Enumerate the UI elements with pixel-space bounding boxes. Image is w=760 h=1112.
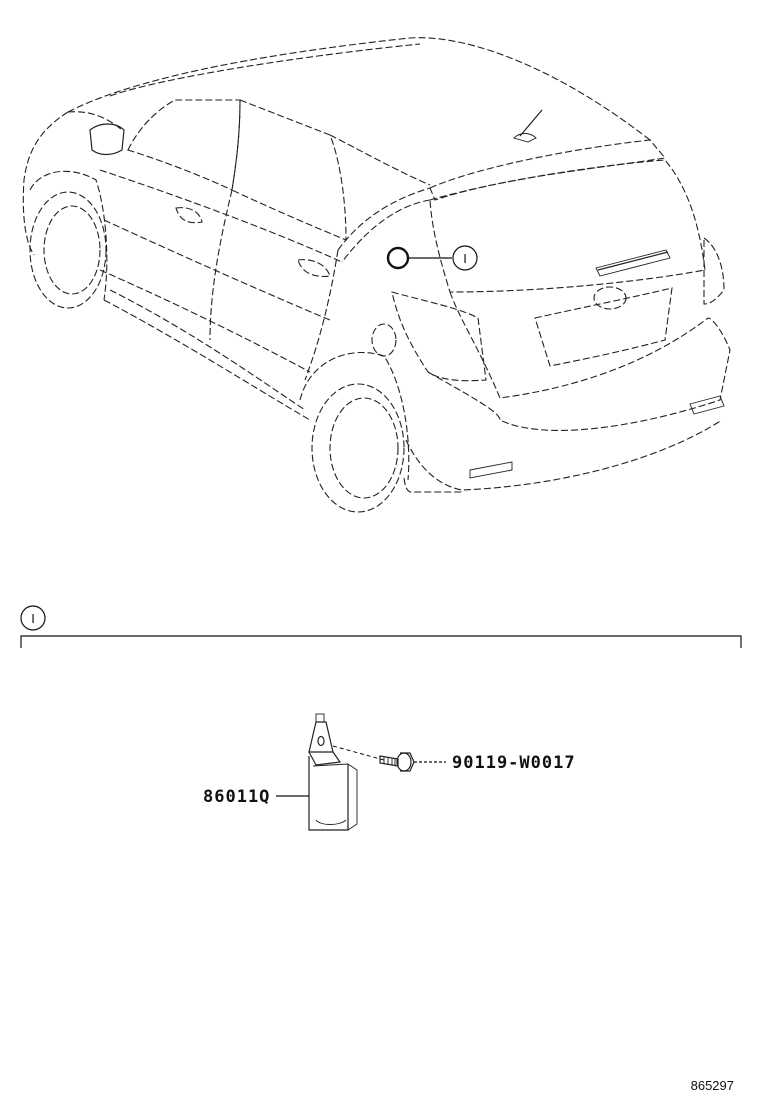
sensor-part-drawing bbox=[308, 713, 358, 831]
section-bracket bbox=[20, 635, 742, 648]
section-badge bbox=[20, 605, 46, 631]
section-label: I bbox=[31, 611, 35, 626]
vehicle-illustration bbox=[22, 37, 731, 513]
location-marker bbox=[386, 246, 410, 270]
bolt-part-number: 90119-W0017 bbox=[452, 753, 576, 773]
callout-label: I bbox=[463, 251, 467, 266]
callout-badge bbox=[452, 245, 478, 271]
bolt-part-drawing bbox=[379, 752, 415, 772]
sensor-part-number: 86011Q bbox=[203, 787, 270, 807]
bolt-axis-dashed bbox=[332, 745, 385, 761]
diagram-id: 865297 bbox=[691, 1078, 734, 1093]
